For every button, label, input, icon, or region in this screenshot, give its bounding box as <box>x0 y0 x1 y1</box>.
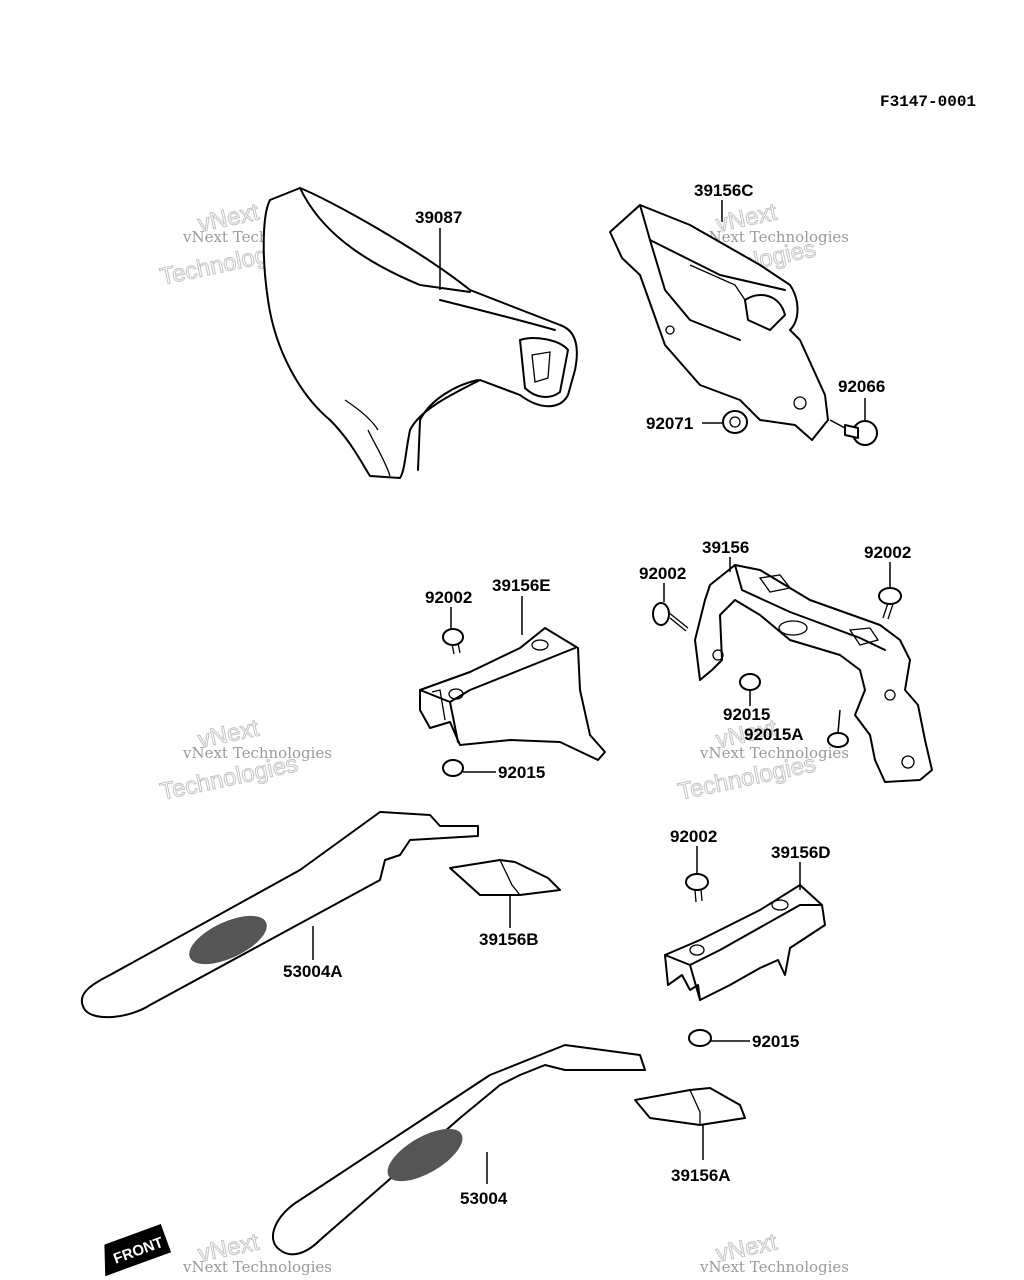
mesh-pattern-icon <box>387 1128 463 1182</box>
label-92015-e: 92015 <box>498 763 545 782</box>
part-92002-bolt-e: 92002 <box>425 588 472 655</box>
svg-text:vNext Technologies: vNext Technologies <box>182 744 332 762</box>
label-39156: 39156 <box>702 538 749 557</box>
label-92015-d: 92015 <box>752 1032 799 1051</box>
part-39156E-bracket: 39156E <box>419 576 606 761</box>
label-92002-d: 92002 <box>670 827 717 846</box>
part-39156C-cover: 39156C <box>609 181 829 441</box>
label-92015A: 92015A <box>744 725 804 744</box>
svg-text:vNext Technologies: vNext Technologies <box>699 1258 849 1276</box>
label-92002-e: 92002 <box>425 588 472 607</box>
part-92066-pin: 92066 <box>829 377 885 446</box>
part-39156-bracket: 39156 <box>694 538 933 783</box>
part-92071-grommet: 92071 <box>646 410 748 434</box>
watermark-bottom-right: vNext Technologies vNext <box>699 1228 849 1276</box>
part-92015-nut-e: 92015 <box>442 759 545 782</box>
label-39156E: 39156E <box>492 576 551 595</box>
label-92002-left: 92002 <box>639 564 686 583</box>
part-39156D-bracket: 39156D <box>664 843 831 1001</box>
part-39156B-clip: 39156B <box>449 859 561 949</box>
svg-text:vNext Technologies: vNext Technologies <box>699 744 849 762</box>
front-arrow-badge: FRONT <box>104 1224 172 1277</box>
mesh-pattern-icon <box>189 915 267 965</box>
watermark-mid-left: vNext Technologies vNext Technologies <box>157 714 332 806</box>
label-39156C: 39156C <box>694 181 754 200</box>
label-53004A: 53004A <box>283 962 343 981</box>
label-53004: 53004 <box>460 1189 508 1208</box>
label-39156D: 39156D <box>771 843 831 862</box>
svg-text:vNext Technologies: vNext Technologies <box>182 1258 332 1276</box>
label-92015-bracket: 92015 <box>723 705 770 724</box>
part-92002-bolt-d: 92002 <box>670 827 717 903</box>
label-92066: 92066 <box>838 377 885 396</box>
part-39156A-clip: 39156A <box>634 1087 746 1185</box>
label-39087: 39087 <box>415 208 462 227</box>
label-92002-right: 92002 <box>864 543 911 562</box>
part-53004-mark: 53004 <box>271 1044 646 1256</box>
label-39156B: 39156B <box>479 930 539 949</box>
part-53004A-mark: 53004A <box>80 811 479 1019</box>
part-92015A-nut: 92015A <box>744 709 849 748</box>
part-92002-bolt-left: 92002 <box>639 564 689 632</box>
label-39156A: 39156A <box>671 1166 731 1185</box>
part-92002-bolt-right: 92002 <box>864 543 911 620</box>
label-92071: 92071 <box>646 414 693 433</box>
part-92015-nut-d: 92015 <box>688 1029 799 1051</box>
svg-text:vNext Technologies: vNext Technologies <box>699 228 849 246</box>
part-92015-nut: 92015 <box>723 673 770 724</box>
figure-code: F3147-0001 <box>880 93 976 111</box>
part-39087-handlebar-cover: 39087 <box>262 187 578 479</box>
